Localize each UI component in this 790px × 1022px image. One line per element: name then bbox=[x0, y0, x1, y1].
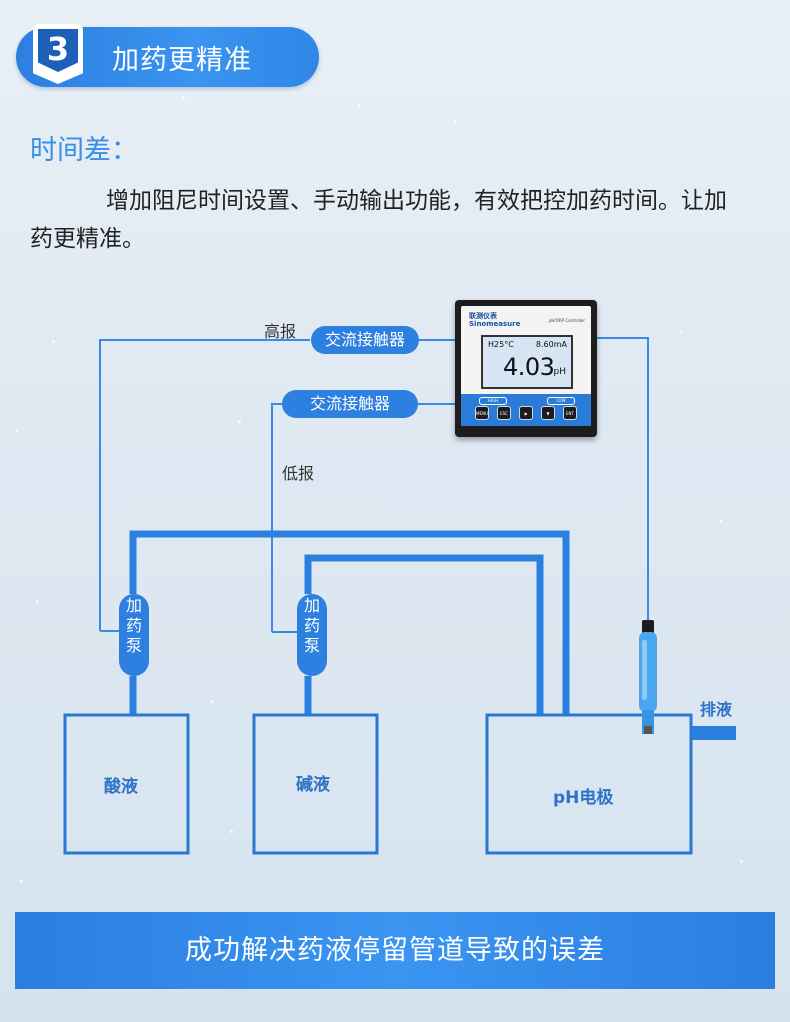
ph-unit: pH bbox=[553, 367, 566, 377]
snow-dot bbox=[238, 420, 241, 423]
body-paragraph: 增加阻尼时间设置、手动输出功能，有效把控加药时间。让加药更精准。 bbox=[30, 188, 727, 252]
snow-dot bbox=[20, 880, 23, 883]
temperature-reading: H25°C bbox=[488, 340, 514, 349]
header-title: 加药更精准 bbox=[112, 45, 252, 76]
section-title: 时间差： bbox=[30, 135, 138, 166]
snow-dot bbox=[182, 96, 185, 99]
snow-dot bbox=[740, 860, 743, 863]
enter-key: ENT bbox=[563, 406, 577, 420]
low-alarm-label: 低报 bbox=[282, 464, 315, 483]
ph-value: 4.03 bbox=[503, 353, 555, 381]
base-tank-label: 碱液 bbox=[296, 775, 330, 795]
ph-tank-label: pH电极 bbox=[553, 788, 614, 808]
snow-dot bbox=[52, 340, 55, 343]
electrode-cable bbox=[597, 337, 649, 622]
high-alarm-label: 高报 bbox=[264, 322, 297, 341]
base-pipe bbox=[304, 554, 544, 716]
snow-dot bbox=[15, 430, 18, 433]
low-led: LOW bbox=[547, 397, 575, 405]
acid-dosing-pump: 加药泵 bbox=[119, 594, 149, 676]
snow-dot bbox=[680, 330, 683, 333]
snow-dot bbox=[358, 104, 361, 107]
high-alarm-wire bbox=[99, 339, 310, 631]
esc-key: ESC bbox=[497, 406, 511, 420]
base-dosing-pump: 加药泵 bbox=[297, 594, 327, 676]
drain-label: 排液 bbox=[700, 700, 733, 719]
snow-dot bbox=[454, 120, 457, 123]
controller-brand-en: Sinomeasure bbox=[469, 320, 521, 328]
controller-screen: H25°C 8.60mA 4.03 pH bbox=[481, 335, 573, 389]
ph-controller: 联测仪表 Sinomeasure pH/ORP Controller H25°C… bbox=[455, 300, 597, 437]
high-led: HIGH bbox=[479, 397, 507, 405]
acid-pipe bbox=[129, 530, 570, 716]
ph-electrode-icon bbox=[639, 620, 657, 734]
right-arrow-key: ▶ bbox=[519, 406, 533, 420]
controller-face: 联测仪表 Sinomeasure pH/ORP Controller H25°C… bbox=[461, 306, 591, 426]
controller-keypad: HIGH LOW MENU ESC ▶ ▼ ENT bbox=[461, 394, 591, 426]
controller-model: pH/ORP Controller bbox=[548, 318, 585, 323]
acid-tank bbox=[63, 713, 190, 855]
snow-dot bbox=[230, 830, 233, 833]
summary-banner: 成功解决药液停留管道导致的误差 bbox=[15, 912, 775, 989]
step-number: 3 bbox=[38, 29, 78, 72]
step-badge: 3 bbox=[33, 24, 83, 84]
contactor-low-alarm: 交流接触器 bbox=[282, 390, 418, 418]
base-tank bbox=[252, 713, 379, 855]
down-arrow-key: ▼ bbox=[541, 406, 555, 420]
banner-text: 成功解决药液停留管道导致的误差 bbox=[185, 935, 605, 966]
controller-brand: 联测仪表 Sinomeasure bbox=[469, 312, 520, 328]
low-alarm-wire bbox=[271, 403, 282, 632]
menu-key: MENU bbox=[475, 406, 489, 420]
acid-tank-label: 酸液 bbox=[104, 777, 138, 797]
snow-dot bbox=[720, 520, 723, 523]
snow-dot bbox=[36, 600, 39, 603]
controller-brand-cn: 联测仪表 bbox=[469, 312, 497, 320]
ph-tank bbox=[485, 713, 693, 855]
snow-dot bbox=[210, 700, 213, 703]
contactor-high-alarm: 交流接触器 bbox=[311, 326, 419, 354]
current-reading: 8.60mA bbox=[535, 340, 567, 349]
